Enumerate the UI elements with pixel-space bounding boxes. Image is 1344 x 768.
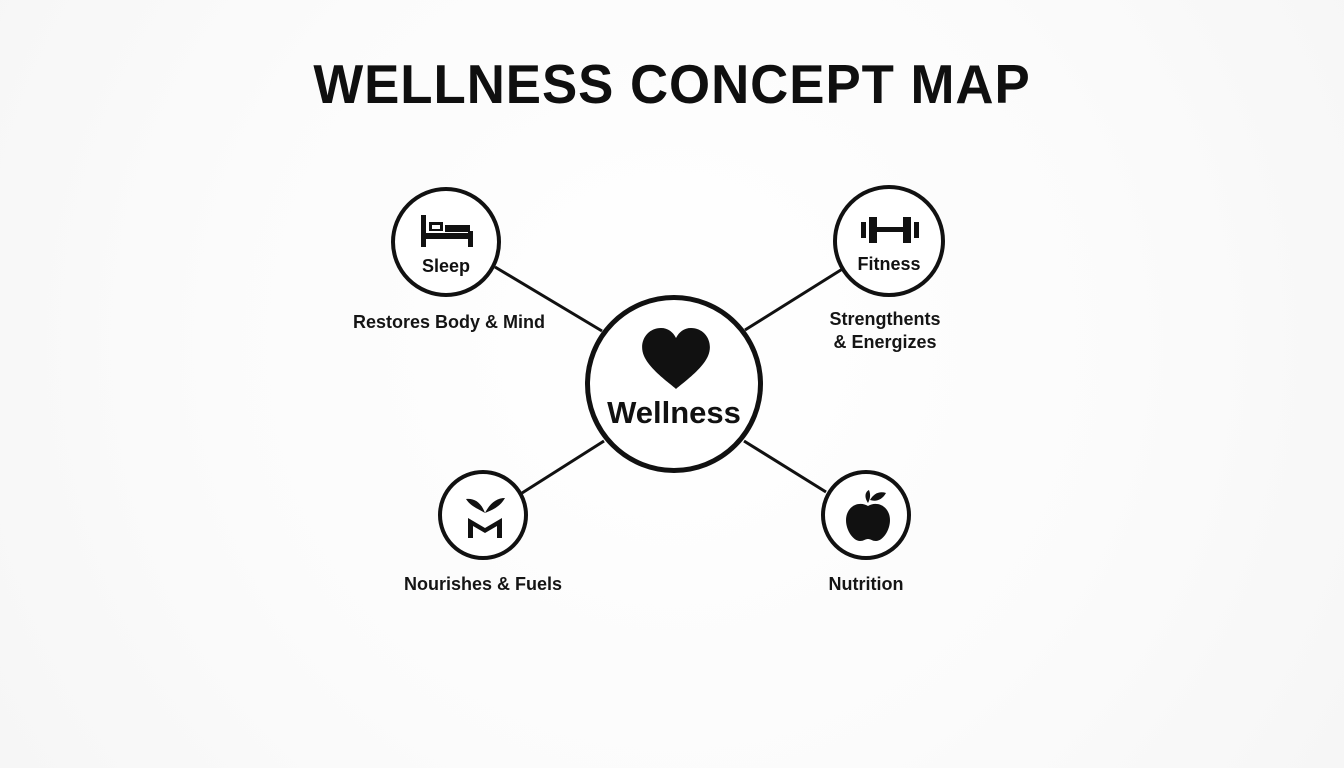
fitness-caption-line-1: Strengthents xyxy=(829,309,941,329)
nutrition-caption: Nutrition xyxy=(828,574,904,594)
nutrition-connector xyxy=(743,439,827,494)
fitness-node: Fitness xyxy=(833,185,945,297)
nutrition-node xyxy=(821,470,911,560)
dumbbell-icon xyxy=(861,217,919,243)
sleep-node: Sleep xyxy=(391,187,501,297)
nourish-node xyxy=(438,470,528,560)
fitness-connector xyxy=(744,266,845,332)
bed-icon xyxy=(421,215,473,247)
nourish-caption: Nourishes & Fuels xyxy=(403,574,563,594)
apple-icon xyxy=(846,490,890,541)
sleep-caption: Restores Body & Mind xyxy=(352,312,546,332)
wellness-label: Wellness xyxy=(607,395,741,430)
sleep-label: Sleep xyxy=(421,256,471,276)
page-title: WELLNESS CONCEPT MAP xyxy=(313,53,1031,115)
heart-icon xyxy=(642,328,710,389)
fitness-caption: Strengthents & Energizes xyxy=(810,308,960,354)
nourish-connector xyxy=(521,439,605,495)
sleep-connector xyxy=(494,265,603,333)
wellness-center-node: Wellness xyxy=(585,295,763,473)
sprout-icon xyxy=(466,498,505,538)
fitness-caption-line-2: & Energizes xyxy=(833,332,937,352)
fitness-label: Fitness xyxy=(857,254,921,274)
